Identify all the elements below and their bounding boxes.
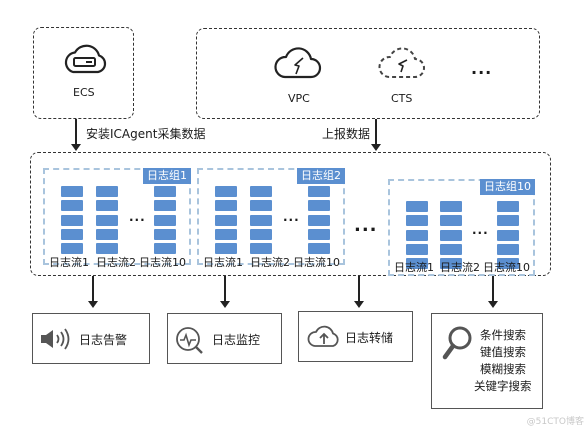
monitor-arrow <box>220 276 230 308</box>
log-stream-label: 日志流1 <box>203 256 243 269</box>
log-stream-icon <box>497 201 519 269</box>
log-transfer-label: 日志转储 <box>345 331 394 345</box>
report-sources-box: VPC CTS ... <box>196 28 540 119</box>
ecs-server-icon <box>64 44 107 74</box>
search-mode-condition: 条件搜索 <box>480 328 526 342</box>
log-group-1: 日志组1 ... 日志流1 日志流2 日志流10 <box>43 168 191 269</box>
log-group-10: 日志组10 ... 日志流1 日志流2 日志流10 <box>388 179 535 276</box>
log-stream-icon <box>440 201 462 269</box>
log-stream-label: 日志流2 <box>250 256 290 269</box>
log-group-1-title: 日志组1 <box>143 168 191 184</box>
search-modes-list: 条件搜索 键值搜索 模糊搜索 关键字搜索 <box>474 327 532 395</box>
cloud-upload-icon <box>307 325 339 347</box>
log-alarm-box: 日志告警 <box>32 313 150 364</box>
report-arrow <box>371 119 381 151</box>
streams-ellipsis: ... <box>283 210 300 224</box>
streams-ellipsis: ... <box>472 223 489 237</box>
log-group-2-title: 日志组2 <box>297 168 345 184</box>
log-stream-icon <box>96 186 118 254</box>
log-group-2: 日志组2 ... 日志流1 日志流2 日志流10 <box>197 168 345 269</box>
log-group-10-title: 日志组10 <box>480 179 535 195</box>
alarm-arrow <box>88 276 98 308</box>
watermark: @51CTO博客 <box>526 417 584 427</box>
search-mode-key-value: 键值搜索 <box>480 345 526 359</box>
cts-cloud-icon <box>378 47 425 78</box>
search-arrow <box>488 276 498 308</box>
report-data-label: 上报数据 <box>322 127 371 141</box>
ecs-arrow <box>71 119 81 151</box>
log-stream-icon <box>308 186 330 254</box>
speaker-icon <box>41 328 70 350</box>
log-stream-icon <box>154 186 176 254</box>
log-monitor-label: 日志监控 <box>212 333 261 347</box>
install-agent-label: 安装ICAgent采集数据 <box>86 127 206 141</box>
log-stream-icon <box>215 186 237 254</box>
search-mode-fuzzy: 模糊搜索 <box>480 362 526 376</box>
log-search-box: 条件搜索 键值搜索 模糊搜索 关键字搜索 <box>431 313 543 409</box>
cts-label: CTS <box>391 92 413 105</box>
log-transfer-box: 日志转储 <box>298 311 413 362</box>
groups-ellipsis: ... <box>354 215 378 236</box>
log-groups-container: 日志组1 ... 日志流1 日志流2 日志流10 日志组2 ... 日志流1 日… <box>30 152 551 276</box>
log-stream-label: 日志流10 <box>139 256 186 269</box>
vpc-label: VPC <box>288 92 310 105</box>
log-stream-label: 日志流1 <box>394 261 434 274</box>
log-alarm-label: 日志告警 <box>79 333 128 347</box>
log-stream-icon <box>406 201 428 269</box>
log-stream-label: 日志流2 <box>440 261 480 274</box>
streams-ellipsis: ... <box>129 210 146 224</box>
vpc-cloud-icon <box>274 47 322 79</box>
log-stream-icon <box>250 186 272 254</box>
search-icon <box>442 326 472 360</box>
ecs-box: ECS <box>33 27 134 119</box>
log-stream-label: 日志流10 <box>293 256 340 269</box>
monitor-icon <box>176 327 203 354</box>
log-monitor-box: 日志监控 <box>167 313 282 364</box>
log-stream-icon <box>61 186 83 254</box>
ecs-label: ECS <box>73 86 95 99</box>
transfer-arrow <box>354 276 364 308</box>
log-stream-label: 日志流2 <box>96 256 136 269</box>
search-mode-keyword: 关键字搜索 <box>474 379 532 393</box>
more-sources-ellipsis: ... <box>471 59 493 78</box>
log-stream-label: 日志流10 <box>483 261 530 274</box>
log-stream-label: 日志流1 <box>49 256 89 269</box>
